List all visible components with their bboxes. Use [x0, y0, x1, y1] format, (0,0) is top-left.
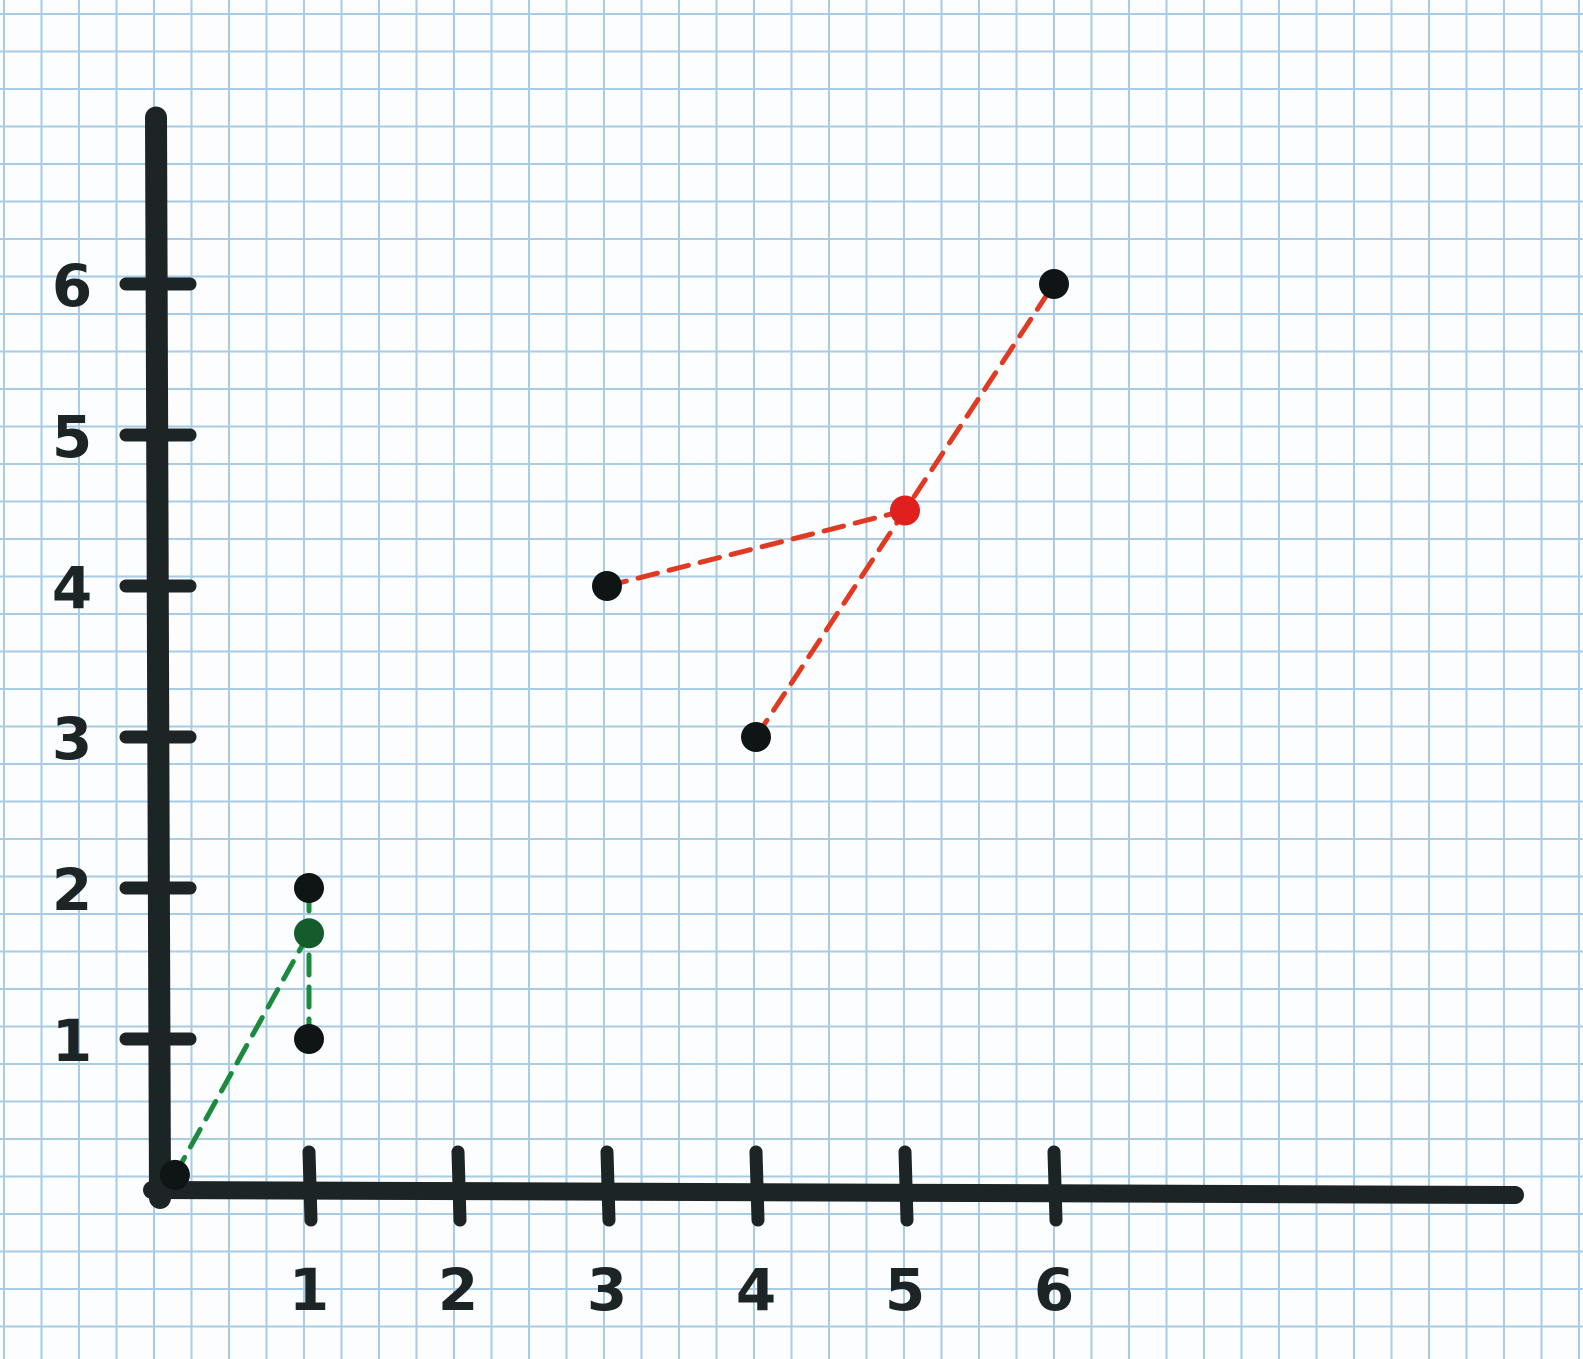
x-tick-mark — [302, 1145, 318, 1227]
data-point — [890, 495, 920, 526]
data-point — [1039, 269, 1069, 299]
data-point — [294, 1024, 324, 1054]
x-tick-mark — [451, 1145, 467, 1227]
y-tick-label: 3 — [52, 705, 92, 773]
y-tick-label: 4 — [52, 554, 92, 622]
y-tick-label: 2 — [52, 856, 92, 924]
data-point — [592, 571, 622, 601]
x-tick-mark — [749, 1145, 765, 1227]
ticks-layer: 1 2 3 4 5 6 1 2 3 4 5 6 — [52, 252, 1074, 1324]
x-tick-mark — [600, 1145, 616, 1227]
y-tick-label: 1 — [52, 1007, 92, 1075]
x-tick-label: 2 — [438, 1256, 478, 1324]
y-tick-label: 6 — [52, 252, 92, 320]
red-dashed-line — [604, 508, 908, 589]
axes-layer — [143, 106, 1524, 1209]
data-point — [294, 873, 324, 903]
x-tick-label: 1 — [289, 1256, 329, 1324]
data-point — [159, 1159, 190, 1190]
x-tick-label: 4 — [736, 1256, 776, 1324]
green-dashed-line — [172, 930, 312, 1178]
data-point — [741, 722, 771, 752]
x-tick-label: 6 — [1034, 1256, 1074, 1324]
x-tick-mark — [1047, 1145, 1063, 1227]
x-tick-mark — [898, 1145, 914, 1227]
data-point — [294, 918, 324, 949]
x-axis — [143, 1181, 1524, 1204]
x-tick-label: 3 — [587, 1256, 627, 1324]
y-axis — [145, 106, 171, 1209]
points-layer — [159, 269, 1069, 1190]
x-tick-label: 5 — [885, 1256, 925, 1324]
y-tick-label: 5 — [52, 403, 92, 471]
